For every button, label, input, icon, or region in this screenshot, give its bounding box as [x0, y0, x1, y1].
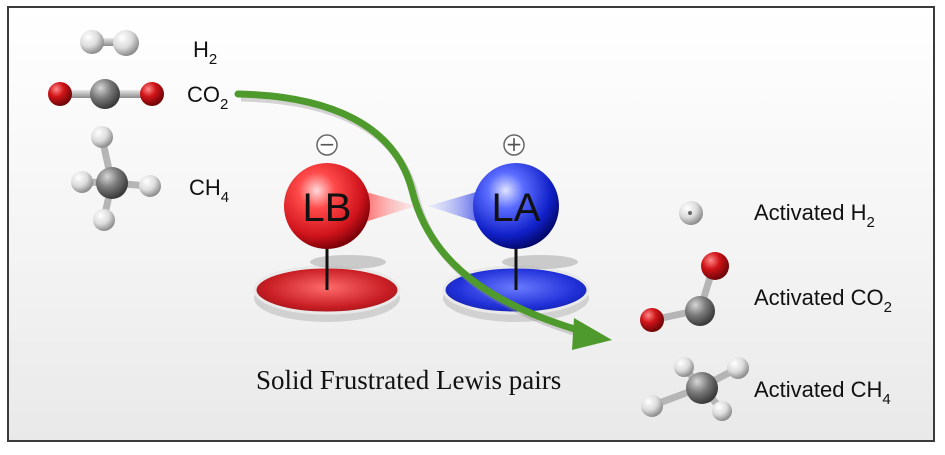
ch4-label: CH4	[189, 175, 229, 206]
svg-text:−: −	[319, 132, 336, 156]
activated-ch4-label: Activated CH4	[754, 377, 891, 408]
diagram-caption: Solid Frustrated Lewis pairs	[256, 365, 561, 395]
negative-charge-icon: −	[316, 132, 338, 156]
co2-label: CO2	[187, 82, 228, 113]
diagram-frame	[7, 6, 935, 442]
lewis-base-sphere: LB	[284, 163, 370, 249]
activated-co2-icon	[640, 252, 729, 332]
h2-label: H2	[193, 37, 217, 68]
ch4-molecule-icon	[71, 126, 161, 231]
positive-charge-icon: +	[503, 132, 525, 156]
activated-h2-label: Activated H2	[754, 200, 875, 231]
svg-text:+: +	[506, 132, 523, 156]
activation-arrow	[234, 90, 612, 350]
lewis-acid-support-disc	[442, 255, 590, 322]
activated-h2-icon	[679, 201, 703, 225]
lewis-acid-label: LA	[492, 186, 541, 230]
lewis-acid-sphere: LA	[473, 163, 559, 249]
activated-ch4-icon	[641, 357, 749, 421]
activated-co2-label: Activated CO2	[754, 285, 892, 316]
lewis-base-label: LB	[303, 186, 352, 230]
co2-molecule-icon	[48, 79, 164, 109]
h2-molecule-icon	[80, 30, 139, 56]
